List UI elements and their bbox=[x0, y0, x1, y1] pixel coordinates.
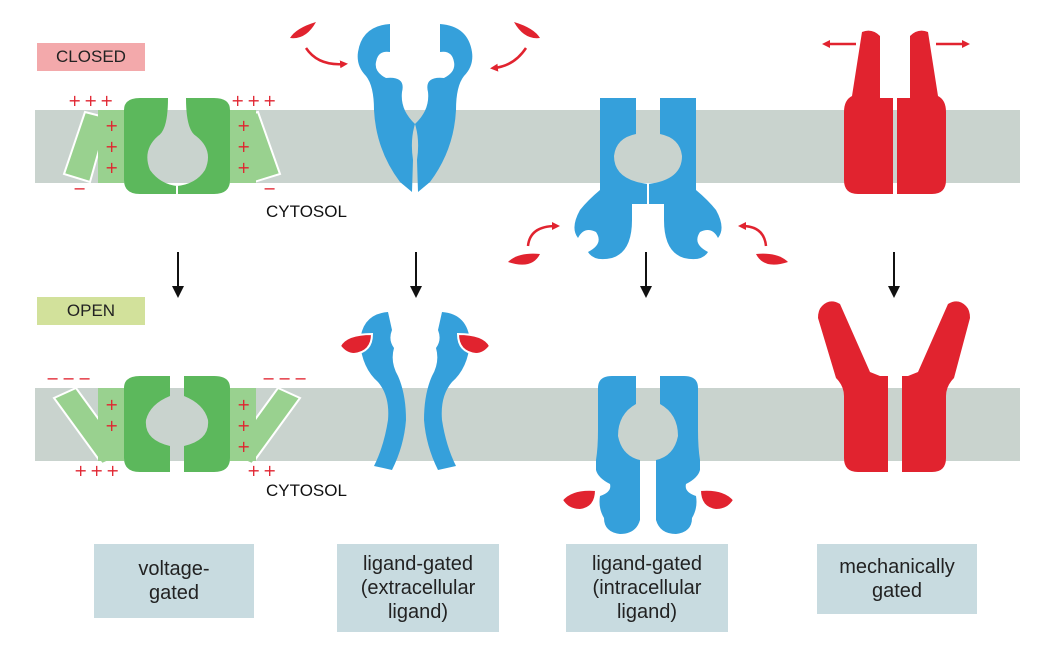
extracellular-ligand-channel-open bbox=[338, 312, 492, 470]
mechanical-channel-left-half-open bbox=[818, 301, 888, 472]
ligand bbox=[508, 253, 540, 265]
mechanical-channel-closed bbox=[822, 30, 970, 194]
mechanical-channel-open bbox=[818, 301, 970, 472]
charge-label: + bbox=[100, 91, 113, 110]
charge-label: − bbox=[278, 369, 291, 388]
voltage-channel-left-half-open bbox=[124, 376, 170, 472]
mechanical-channel-left-half-closed bbox=[844, 30, 893, 194]
extracellular-ligand-channel-closed bbox=[290, 22, 540, 192]
ligand bbox=[756, 253, 788, 265]
ligand-channel-right-subunit-closed bbox=[415, 24, 473, 192]
cytosol-label-closed: CYTOSOL bbox=[266, 202, 347, 221]
charge-label: − bbox=[73, 179, 86, 198]
ligand bbox=[698, 488, 736, 512]
binding-arrow bbox=[304, 47, 348, 69]
charge-label: + bbox=[263, 91, 276, 110]
cytosol-label-open: CYTOSOL bbox=[266, 481, 347, 500]
voltage-subunit-inner-left-open bbox=[98, 388, 124, 461]
open-state-label: OPEN bbox=[37, 297, 145, 325]
charge-label: + bbox=[84, 91, 97, 110]
charge-label: + bbox=[237, 416, 250, 435]
charge-label: + bbox=[237, 116, 250, 135]
caption-mechanically-gated: mechanically gated bbox=[817, 544, 977, 614]
charge-label: + bbox=[90, 461, 103, 480]
closed-state-label: CLOSED bbox=[37, 43, 145, 71]
charge-label: + bbox=[247, 91, 260, 110]
ligand bbox=[560, 488, 598, 512]
charge-label: + bbox=[105, 158, 118, 177]
charge-label: − bbox=[46, 369, 59, 388]
binding-arrow bbox=[738, 222, 768, 247]
charge-label: − bbox=[62, 369, 75, 388]
charge-label: − bbox=[263, 179, 276, 198]
ligand bbox=[514, 22, 540, 39]
charge-label: + bbox=[247, 461, 260, 480]
ligand-channel-left-subunit-open bbox=[360, 312, 406, 470]
charge-label: + bbox=[263, 461, 276, 480]
charge-label: + bbox=[106, 461, 119, 480]
voltage-channel-right-half-open bbox=[184, 376, 230, 472]
voltage-channel-closed: + + + + + + + + + + + + − − bbox=[62, 91, 282, 198]
intracellular-ligand-channel-closed bbox=[508, 98, 788, 265]
charge-label: + bbox=[237, 158, 250, 177]
caption-ligand-gated-intracellular: ligand-gated (intracellular ligand) bbox=[566, 544, 728, 632]
mechanical-channel-right-half-closed bbox=[897, 30, 946, 194]
ligand-channel-right-half-open bbox=[656, 376, 700, 534]
charge-label: + bbox=[237, 437, 250, 456]
charge-label: + bbox=[68, 91, 81, 110]
binding-arrow bbox=[526, 222, 560, 247]
charge-label: − bbox=[262, 369, 275, 388]
charge-label: + bbox=[74, 461, 87, 480]
ligand-channel-body-closed bbox=[574, 98, 722, 260]
intracellular-ligand-channel-open bbox=[560, 376, 736, 534]
charge-label: + bbox=[105, 395, 118, 414]
ligand-channel-left-half-open bbox=[596, 376, 640, 534]
ligand-channel-right-subunit-open bbox=[424, 312, 470, 470]
charge-label: + bbox=[237, 137, 250, 156]
voltage-channel-body-closed bbox=[124, 98, 230, 194]
voltage-subunit-inner-left-closed bbox=[98, 110, 124, 183]
binding-arrow bbox=[490, 47, 528, 72]
ligand bbox=[290, 22, 316, 39]
caption-ligand-gated-extracellular: ligand-gated (extracellular ligand) bbox=[337, 544, 499, 632]
voltage-subunit-inner-right-closed bbox=[230, 110, 256, 183]
caption-voltage-gated: voltage- gated bbox=[94, 544, 254, 618]
mechanical-channel-right-half-open bbox=[902, 301, 970, 472]
charge-label: − bbox=[78, 369, 91, 388]
charge-label: + bbox=[105, 416, 118, 435]
voltage-channel-open: − − − − − − + + + + + + + + + + bbox=[46, 369, 307, 480]
charge-label: + bbox=[231, 91, 244, 110]
ligand-channel-left-subunit-closed bbox=[357, 24, 415, 192]
charge-label: − bbox=[294, 369, 307, 388]
voltage-subunit-inner-right-open bbox=[230, 388, 256, 461]
charge-label: + bbox=[237, 395, 250, 414]
charge-label: + bbox=[105, 116, 118, 135]
charge-label: + bbox=[105, 137, 118, 156]
ligand bbox=[338, 332, 374, 356]
ligand bbox=[456, 332, 492, 356]
